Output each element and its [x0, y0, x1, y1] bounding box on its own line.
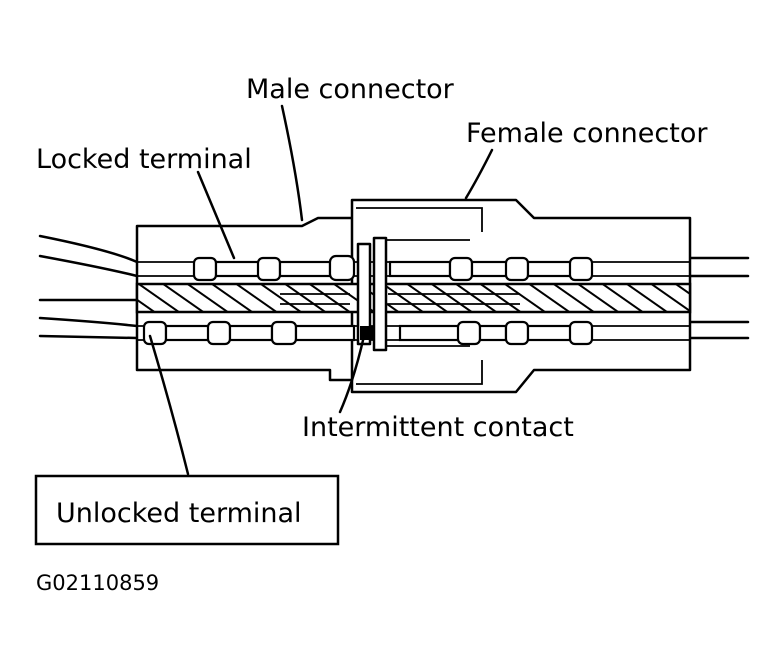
intermittent-contact-label: Intermittent contact: [302, 412, 574, 443]
center-post-left: [356, 242, 372, 346]
center-post-right: [372, 236, 388, 352]
unlocked-terminal-label: Unlocked terminal: [56, 498, 302, 529]
male-connector-label: Male connector: [246, 74, 455, 105]
figure-code: G02110859: [36, 571, 159, 595]
left-wires: [38, 234, 139, 340]
female-connector-label: Female connector: [466, 118, 708, 149]
locked-terminal-label: Locked terminal: [36, 144, 252, 175]
right-wires: [688, 256, 750, 340]
locked-terminal-chain: [192, 254, 594, 282]
insulator-band: [135, 282, 692, 314]
leader-lines: [148, 104, 494, 476]
unlocked-terminal-box: [34, 474, 340, 546]
unlocked-terminal-chain: [142, 320, 594, 346]
intermittent-contact-point: [360, 326, 374, 340]
